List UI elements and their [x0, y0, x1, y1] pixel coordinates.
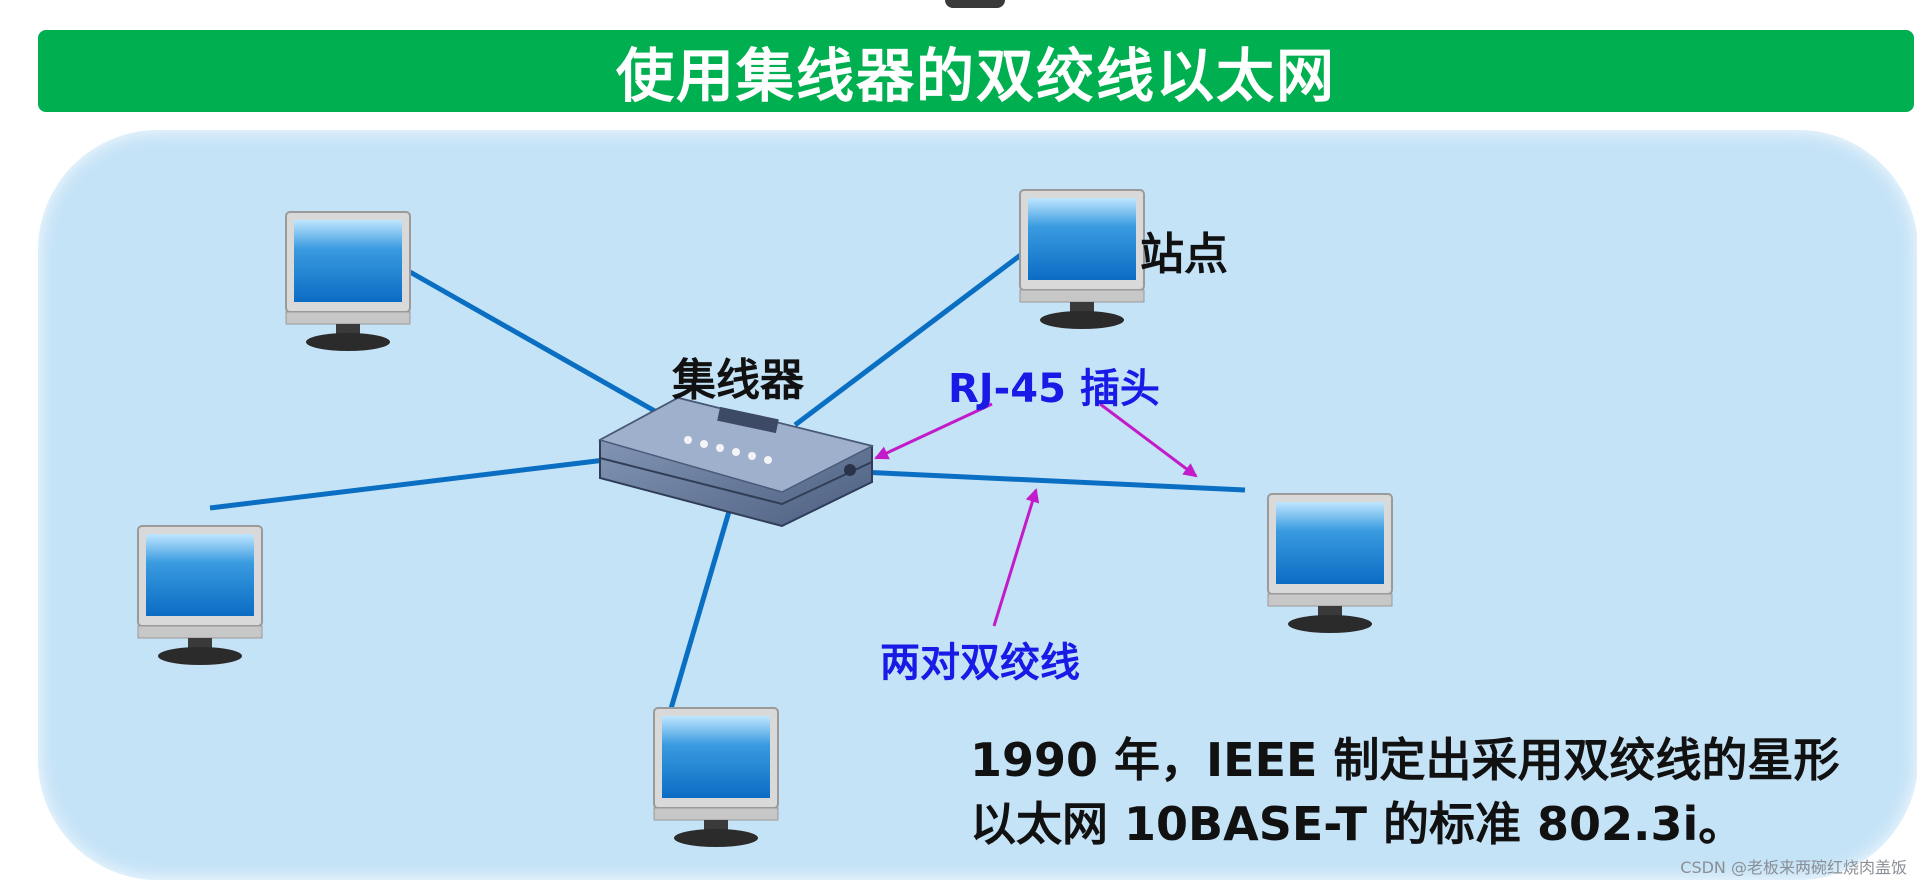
cable-top-right [793, 252, 1024, 427]
arrow-rj45-left [874, 402, 993, 460]
cable-right [859, 469, 1246, 493]
watermark: CSDN @老板来两碗红烧肉盖饭 [1680, 858, 1907, 877]
twisted-pair-label: 两对双绞线 [880, 640, 1080, 686]
standard-note: 1990 年，IEEE 制定出采用双绞线的星形 以太网 10BASE-T 的标准… [970, 728, 1839, 856]
arrow-twisted-pair [992, 488, 1040, 627]
station-top-right [1019, 189, 1145, 330]
hub-device [598, 396, 875, 528]
cable-bottom [667, 507, 733, 713]
cable-top-left [408, 269, 662, 417]
standard-note-line-2: 以太网 10BASE-T 的标准 802.3i。 [970, 797, 1745, 851]
station-right [1267, 493, 1393, 634]
station-left [137, 525, 263, 666]
station-label: 站点 [1140, 229, 1228, 280]
standard-note-line-1: 1990 年，IEEE 制定出采用双绞线的星形 [970, 733, 1840, 787]
title-bar: 使用集线器的双绞线以太网 [38, 30, 1914, 112]
station-top-left [285, 211, 411, 352]
arrows [874, 402, 1198, 627]
page-title: 使用集线器的双绞线以太网 [615, 42, 1336, 110]
top-decoration [945, 0, 1005, 8]
cable-left [209, 457, 606, 511]
cables [209, 252, 1246, 713]
rj45-label: RJ-45 插头 [948, 366, 1160, 412]
arrow-rj45-right [1099, 402, 1198, 478]
station-bottom [653, 707, 779, 848]
hub-label: 集线器 [672, 355, 804, 406]
